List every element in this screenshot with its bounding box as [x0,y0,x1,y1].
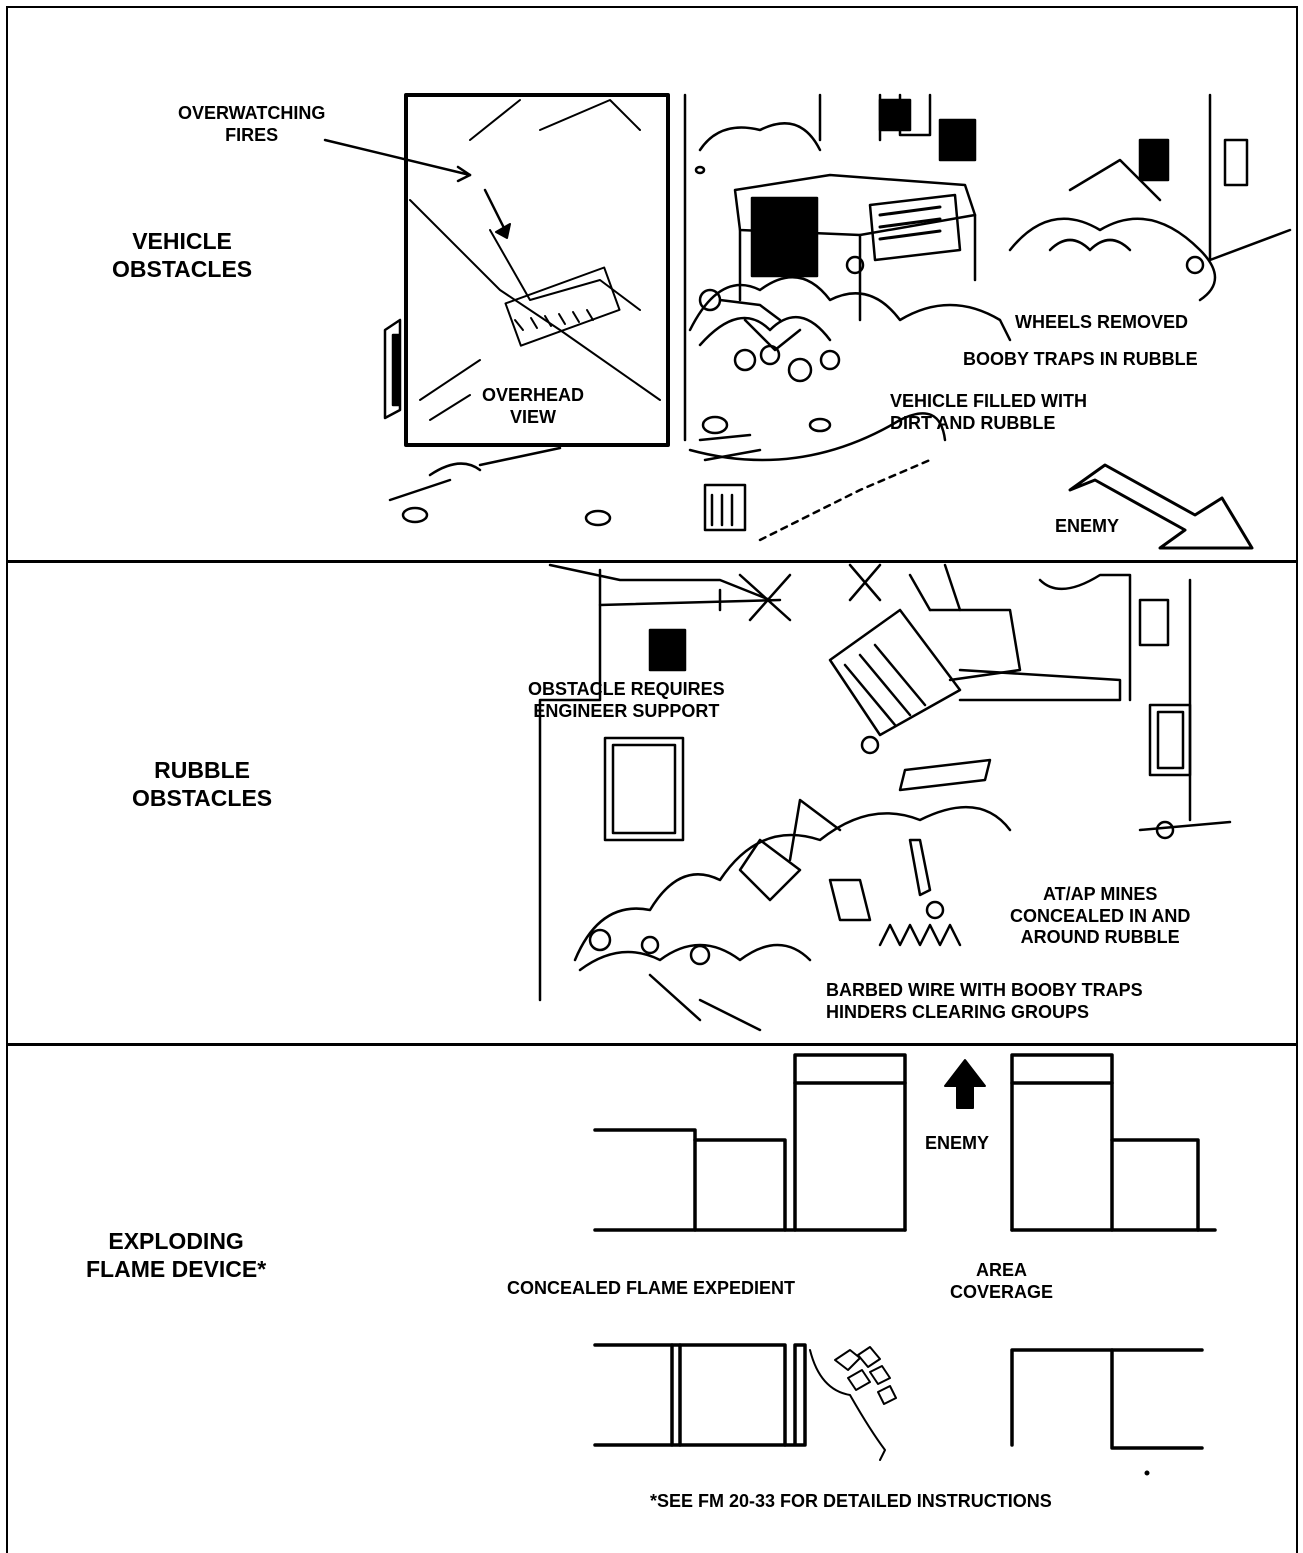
flame-device-plan [595,1055,1215,1475]
callout-overwatching-fires: OVERWATCHING FIRES [178,103,325,146]
callout-mines: AT/AP MINES CONCEALED IN AND AROUND RUBB… [1010,884,1190,949]
callout-barbed-wire: BARBED WIRE WITH BOOBY TRAPS HINDERS CLE… [826,980,1143,1023]
callout-engineer-support: OBSTACLE REQUIRES ENGINEER SUPPORT [528,679,725,722]
callout-vehicle-filled: VEHICLE FILLED WITH DIRT AND RUBBLE [890,391,1087,434]
vehicle-street-scene [685,95,1290,540]
enemy-arrow-flame [945,1060,985,1108]
callout-overhead-view: OVERHEAD VIEW [482,385,584,428]
label-enemy-flame: ENEMY [925,1133,989,1155]
section-title-rubble: RUBBLE OBSTACLES [132,757,272,812]
callout-area-coverage: AREA COVERAGE [950,1260,1053,1303]
label-enemy-vehicle: ENEMY [1055,516,1119,538]
footnote: *SEE FM 20-33 FOR DETAILED INSTRUCTIONS [650,1491,1052,1513]
callout-booby-traps: BOOBY TRAPS IN RUBBLE [963,349,1198,371]
overwatching-arrow [325,140,510,238]
callout-concealed-flame-expedient: CONCEALED FLAME EXPEDIENT [507,1278,795,1300]
section-title-flame: EXPLODING FLAME DEVICE* [86,1228,266,1283]
callout-wheels-removed: WHEELS REMOVED [1015,312,1188,334]
section-title-vehicle: VEHICLE OBSTACLES [112,228,252,283]
rubble-scene [540,565,1230,1030]
